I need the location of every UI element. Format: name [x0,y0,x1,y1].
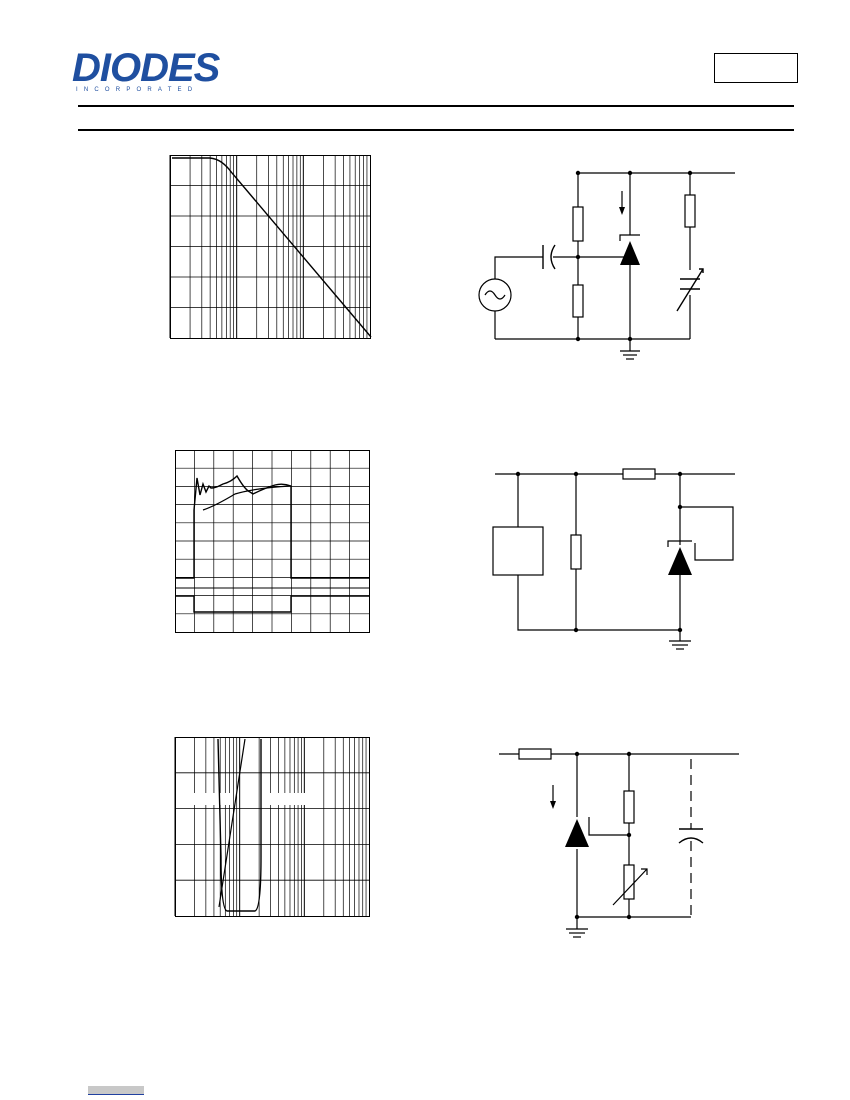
plot-frame [175,737,370,917]
wire [588,817,629,836]
series-line-response [172,157,372,338]
capacitor-icon [678,828,704,844]
variable-capacitor-icon [676,268,704,312]
logo-wordmark: DIODES [72,46,220,90]
pulse-test-circuit [492,468,735,650]
pulse-generator-icon [492,526,544,576]
chart-grid [174,737,369,916]
series-line-output-plateau [202,485,292,511]
resistor-icon [622,468,656,480]
part-number-box [714,53,798,83]
ground-icon [566,917,588,938]
logo-tagline: INCORPORATED [76,87,199,93]
junction-dots [574,751,632,920]
capacitor-icon [542,244,556,270]
shunt-regulator-icon [565,819,589,847]
potentiometer-icon [612,864,648,906]
wire [680,506,734,561]
resistor-icon [572,284,584,318]
series-line-diagonal [218,738,246,908]
wire [517,575,680,631]
series-line-input [175,595,369,613]
current-arrow-icon [550,785,556,809]
footer-link[interactable] [88,1086,144,1095]
resistor-icon [684,194,696,228]
shunt-regulator-icon [667,540,692,575]
chart-frequency-response [169,155,372,339]
current-arrow-icon [619,191,625,215]
resistor-icon [623,790,635,824]
plot-frame [175,450,370,633]
plot-frame [170,155,371,339]
shunt-regulator-icon [619,234,640,265]
ground-icon [620,339,640,360]
junction-dots [515,471,683,633]
wire [494,256,543,279]
series-line-boundary [217,738,262,912]
header-rule-bottom [78,129,794,131]
resistor-icon [572,206,584,242]
label-area-left [191,793,231,805]
chart-grid [169,155,370,338]
resistor-icon [570,534,582,570]
ground-icon [669,630,691,650]
chart-stability-boundary [174,737,370,917]
stability-test-circuit [499,748,739,938]
resistor-icon [518,748,552,760]
series-line-output [175,474,369,579]
ac-source-icon [478,278,512,312]
chart-pulse-response [175,450,370,633]
ac-test-circuit [478,170,735,360]
header-rule-top [78,105,794,107]
label-area-right [269,793,309,805]
chart-grid [175,450,369,632]
company-logo: DIODES INCORPORATED [72,46,232,96]
